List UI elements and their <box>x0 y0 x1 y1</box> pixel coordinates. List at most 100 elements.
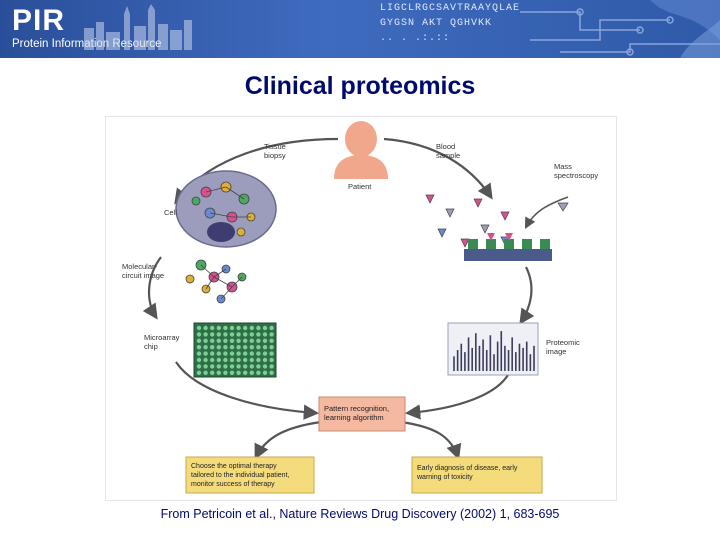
microarray-spot <box>243 357 248 363</box>
microarray-spot <box>243 332 248 337</box>
slide-title: Clinical proteomics <box>244 72 476 100</box>
microarray-spot <box>203 345 208 350</box>
cycle-arrow <box>400 420 462 460</box>
microarray-spot <box>249 332 254 337</box>
header-banner: PIR Protein Information Resource LIGCLRG… <box>0 0 720 58</box>
microarray-spot <box>229 345 235 350</box>
microarray-spot <box>196 370 202 375</box>
microarray-spot <box>249 325 254 331</box>
microarray-spot <box>249 357 254 363</box>
microarray-spot <box>269 338 274 343</box>
sequence-line: GYGSN AKT QGHVKK <box>380 18 493 29</box>
microarray-spot <box>196 357 202 363</box>
cell-icon <box>175 170 277 248</box>
microarray-spot <box>256 338 261 343</box>
diagnosis-box <box>411 456 543 494</box>
microarray-spot <box>256 332 261 337</box>
cycle-arrow <box>383 137 493 200</box>
microarray-spot <box>262 364 268 369</box>
microarray-spot <box>196 364 202 369</box>
microarray-spot <box>203 332 208 337</box>
cycle-arrow <box>519 266 535 325</box>
molecular-circuit-label: Molecular-circuit image <box>122 262 164 280</box>
microarray-spot <box>196 325 202 331</box>
microarray-spot <box>210 357 215 363</box>
patient-label: Patient <box>348 182 372 191</box>
microarray-spot <box>262 325 268 331</box>
microarray-spot <box>256 364 261 369</box>
cycle-arrow <box>254 420 322 460</box>
molecular-circuit-icon <box>185 259 247 304</box>
microarray-spot <box>249 351 254 356</box>
proteomic-image <box>447 322 539 376</box>
microarray-spot <box>216 351 221 356</box>
microarray-spot <box>203 370 208 375</box>
microarray-spot <box>236 370 241 375</box>
microarray-spot <box>196 338 202 343</box>
microarray-spot <box>249 345 254 350</box>
microarray-spot <box>236 325 241 331</box>
microarray-spot <box>229 370 235 375</box>
pattern-recognition-box <box>318 396 406 432</box>
mass-spec-arrow <box>524 196 569 229</box>
microarray-spot <box>210 364 215 369</box>
microarray-spot <box>223 351 228 356</box>
microarray-spot <box>223 338 228 343</box>
microarray-spot <box>210 338 215 343</box>
cycle-arrow <box>404 368 513 420</box>
microarray-spot <box>256 357 261 363</box>
pattern-recognition-label: Pattern recognition,learning algorithm <box>324 404 389 422</box>
microarray-spot <box>249 364 254 369</box>
microarray-spot <box>236 364 241 369</box>
microarray-spot <box>236 332 241 337</box>
microarray-spot <box>196 351 202 356</box>
microarray-spot <box>210 351 215 356</box>
microarray-spot <box>236 338 241 343</box>
source-caption: From Petricoin et al., Nature Reviews Dr… <box>160 507 560 521</box>
cell-label: Cell <box>164 208 177 217</box>
microarray-spot <box>216 357 221 363</box>
microarray-spot <box>203 325 208 331</box>
microarray-spot <box>262 351 268 356</box>
microarray-spot <box>203 338 208 343</box>
microarray-spot <box>262 338 268 343</box>
microarray-spot <box>269 351 274 356</box>
microarray-spot <box>223 370 228 375</box>
therapy-box <box>185 456 315 494</box>
microarray-spot <box>236 357 241 363</box>
microarray-spot <box>223 357 228 363</box>
microarray-spot <box>203 364 208 369</box>
sequence-line: LIGCLRGCSAVTRAAYQLAE <box>380 3 521 14</box>
microarray-spot <box>223 332 228 337</box>
microarray-spot <box>243 351 248 356</box>
microarray-spot <box>243 338 248 343</box>
microarray-spot <box>262 357 268 363</box>
microarray-spot <box>256 325 261 331</box>
microarray-spot <box>223 364 228 369</box>
microarray-spot <box>236 351 241 356</box>
microarray-chip <box>193 322 277 378</box>
microarray-spot <box>229 351 235 356</box>
microarray-spot <box>262 332 268 337</box>
microarray-spot <box>229 338 235 343</box>
microarray-spot <box>210 345 215 350</box>
microarray-spot <box>269 325 274 331</box>
microarray-spot <box>223 325 228 331</box>
microarray-spot <box>216 338 221 343</box>
microarray-spot <box>249 370 254 375</box>
microarray-spot <box>210 332 215 337</box>
microarray-spot <box>269 357 274 363</box>
microarray-spot <box>256 345 261 350</box>
microarray-spot <box>256 351 261 356</box>
microarray-spot <box>269 332 274 337</box>
microarray-spot <box>243 370 248 375</box>
cycle-arrow <box>142 256 162 320</box>
microarray-spot <box>243 325 248 331</box>
microarray-spot <box>196 332 202 337</box>
